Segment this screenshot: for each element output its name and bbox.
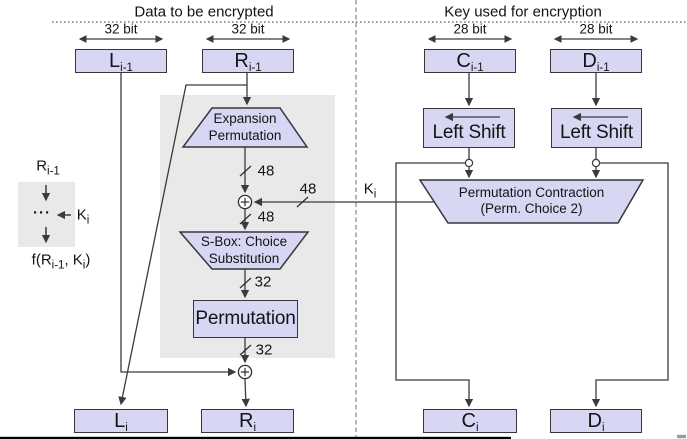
legend-output-label: f(Ri-1, Ki)	[31, 251, 91, 272]
left-shift-d-block: Left Shift	[551, 108, 642, 148]
bus-label-after-xor: 48	[257, 208, 275, 226]
left-shift-c-label: Left Shift	[432, 122, 506, 143]
register-c-next-label: Ci	[461, 410, 479, 434]
bottom-right-mark	[677, 434, 686, 439]
permutation-block-label: Permutation	[195, 308, 296, 329]
bus-label-after-sbox: 32	[254, 273, 272, 291]
bit-label-l: 32 bit	[104, 21, 138, 37]
register-l-prev: Li-1	[75, 49, 167, 74]
register-d-next-label: Di	[587, 410, 605, 434]
left-shift-c-block: Left Shift	[423, 108, 515, 148]
register-r-next-label: Ri	[238, 410, 256, 434]
key-i-label: Ki	[363, 180, 377, 201]
legend-dots: ···	[33, 204, 51, 222]
register-d-prev: Di-1	[550, 49, 642, 74]
register-l-prev-label: Li-1	[109, 50, 133, 74]
bus-label-after-expansion: 48	[257, 162, 275, 180]
left-shift-d-label: Left Shift	[560, 122, 633, 143]
register-l-next-label: Li	[114, 410, 128, 434]
register-d-next: Di	[550, 409, 642, 434]
register-r-prev: Ri-1	[202, 49, 294, 74]
bus-label-after-permutation: 32	[255, 341, 273, 359]
line-xor2-to-rnext	[241, 378, 250, 408]
register-r-prev-label: Ri-1	[234, 50, 262, 74]
bit-label-c: 28 bit	[453, 21, 487, 37]
branch-node-c	[464, 158, 474, 168]
header-key-section: Key used for encryption	[444, 3, 602, 21]
bit-label-r: 32 bit	[231, 21, 265, 37]
bus-label-key-input: 48	[299, 180, 317, 198]
xor2-icon	[237, 364, 253, 380]
register-l-next: Li	[74, 409, 168, 434]
register-r-next: Ri	[201, 409, 294, 434]
header-data-section: Data to be encrypted	[134, 3, 274, 21]
register-c-next: Ci	[423, 409, 517, 434]
legend-input-label: Ri-1	[36, 157, 60, 178]
legend-key-label: Ki	[76, 206, 90, 227]
branch-node-d	[591, 158, 601, 168]
perm-contraction-label: Permutation Contraction(Perm. Choice 2)	[458, 184, 605, 217]
bit-label-d: 28 bit	[579, 21, 613, 37]
permutation-block: Permutation	[193, 300, 298, 338]
register-d-prev-label: Di-1	[582, 50, 610, 74]
register-c-prev-label: Ci-1	[456, 50, 484, 74]
register-c-prev: Ci-1	[424, 49, 516, 74]
